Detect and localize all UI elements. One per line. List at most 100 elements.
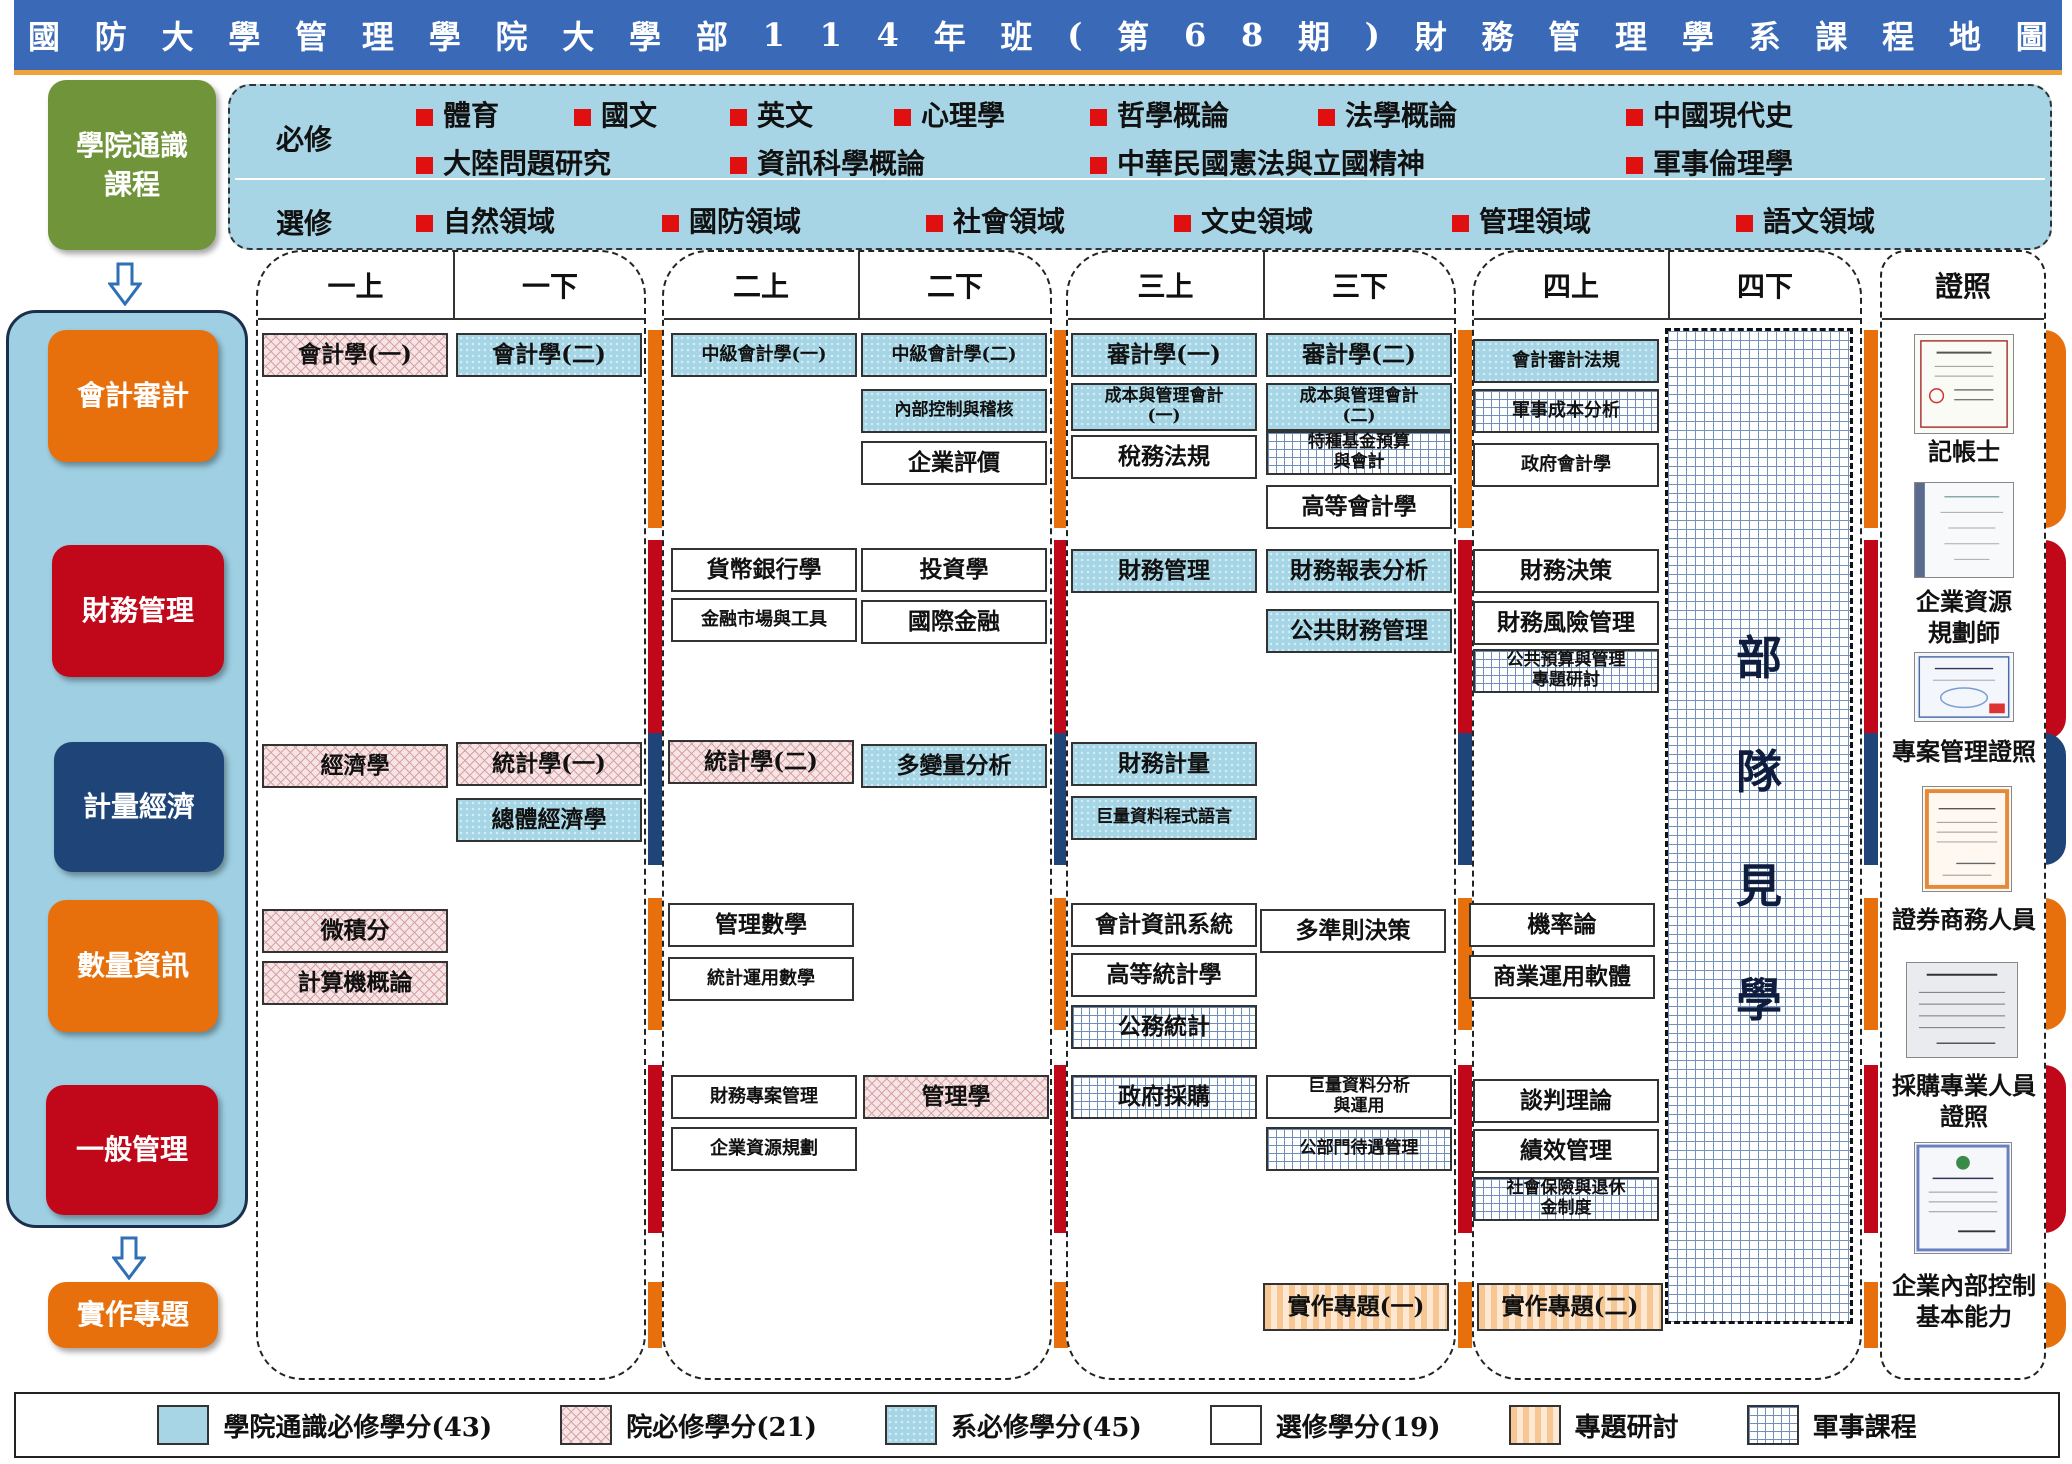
track-financial-management: 財務管理 bbox=[52, 545, 224, 677]
legend-swatch-military bbox=[1746, 1405, 1799, 1445]
title-char: 財 bbox=[1414, 18, 1447, 56]
header-divider bbox=[1474, 318, 1860, 320]
course-financial-project-management: 財務專案管理 bbox=[671, 1075, 857, 1119]
track-stripe bbox=[1054, 1065, 1068, 1233]
course-military-cost-analysis: 軍事成本分析 bbox=[1473, 389, 1659, 433]
gen-course-english: 英文 bbox=[730, 94, 813, 134]
cert-internal-control: 企業內部控制 基本能力 bbox=[1892, 1271, 2036, 1332]
semester-1a: 一上 bbox=[327, 270, 384, 303]
semester-2b: 二下 bbox=[926, 270, 983, 303]
title-char: 大 bbox=[161, 18, 194, 56]
track-stripe bbox=[1458, 1065, 1472, 1233]
course-advanced-accounting: 高等會計學 bbox=[1266, 485, 1452, 529]
certificate-image bbox=[1906, 962, 2018, 1058]
course-statistics-1: 統計學(一) bbox=[456, 742, 642, 786]
track-stripe bbox=[648, 898, 662, 1030]
legend-item: 系必修學分(45) bbox=[884, 1405, 1142, 1445]
column-divider bbox=[1263, 252, 1265, 318]
track-stripe bbox=[1864, 1065, 1878, 1233]
required-label: 必修 bbox=[276, 123, 333, 156]
track-stripe bbox=[1054, 330, 1068, 528]
certificates-header: 證照 bbox=[1934, 270, 1991, 303]
track-stripe bbox=[2044, 330, 2066, 528]
course-financial-econometrics: 財務計量 bbox=[1071, 742, 1257, 786]
column-divider bbox=[1668, 252, 1670, 318]
title-char: 學 bbox=[1681, 18, 1714, 56]
down-arrow-icon bbox=[108, 262, 142, 306]
general-education-label: 學院通識 課程 bbox=[48, 80, 216, 250]
track-stripe bbox=[1054, 733, 1068, 865]
track-stripe bbox=[648, 540, 662, 740]
title-char: 學 bbox=[228, 18, 261, 56]
cert-project-management: 專案管理證照 bbox=[1892, 737, 2036, 766]
course-investments: 投資學 bbox=[861, 548, 1047, 592]
course-accounting-info-systems: 會計資訊系統 bbox=[1071, 903, 1257, 947]
legend-item: 選修學分(19) bbox=[1209, 1405, 1441, 1445]
semester-1b: 一下 bbox=[521, 270, 578, 303]
elective-social: 社會領域 bbox=[926, 200, 1065, 240]
column-divider bbox=[453, 252, 455, 318]
track-practical-project: 實作專題 bbox=[48, 1282, 218, 1348]
course-multivariate-analysis: 多變量分析 bbox=[861, 744, 1047, 788]
title-char: 國 bbox=[28, 18, 61, 56]
gen-course-philosophy: 哲學概論 bbox=[1090, 94, 1229, 134]
track-stripe bbox=[2044, 1065, 2066, 1233]
title-char: 6 bbox=[1183, 16, 1207, 54]
title-char: 地 bbox=[1948, 18, 1981, 56]
course-management-math: 管理數學 bbox=[668, 903, 854, 947]
course-social-insurance: 社會保險與退休 金制度 bbox=[1473, 1177, 1659, 1221]
down-arrow-icon bbox=[112, 1236, 146, 1280]
legend-swatch-general bbox=[157, 1405, 210, 1445]
course-performance-management: 績效管理 bbox=[1473, 1129, 1659, 1173]
course-multi-criteria-decision: 多準則決策 bbox=[1260, 909, 1446, 953]
course-calculus: 微積分 bbox=[262, 909, 448, 953]
track-stripe bbox=[1864, 898, 1878, 1030]
course-negotiation: 談判理論 bbox=[1473, 1079, 1659, 1123]
legend-item: 軍事課程 bbox=[1746, 1405, 1917, 1445]
title-char: 管 bbox=[1548, 18, 1581, 56]
legend-swatch-department bbox=[884, 1405, 937, 1445]
track-stripe bbox=[648, 1065, 662, 1233]
course-financial-management: 財務管理 bbox=[1071, 549, 1257, 593]
elective-management: 管理領域 bbox=[1452, 200, 1591, 240]
title-char: 程 bbox=[1882, 18, 1915, 56]
elective-label: 選修 bbox=[276, 207, 333, 240]
elective-history: 文史領域 bbox=[1174, 200, 1313, 240]
course-government-procurement: 政府採購 bbox=[1071, 1075, 1257, 1119]
course-financial-risk-management: 財務風險管理 bbox=[1473, 601, 1659, 645]
track-stripe bbox=[1458, 330, 1472, 528]
course-audit-2: 審計學(二) bbox=[1266, 333, 1452, 377]
legend-item: 專題研討 bbox=[1508, 1405, 1679, 1445]
course-intermediate-accounting-2: 中級會計學(二) bbox=[861, 333, 1047, 377]
cert-securities-personnel: 證券商務人員 bbox=[1892, 905, 2036, 934]
certificate-image bbox=[1922, 786, 2012, 892]
certificate-image bbox=[1914, 652, 2014, 722]
legend-swatch-elective bbox=[1209, 1405, 1262, 1445]
title-char: 管 bbox=[295, 18, 328, 56]
header-divider bbox=[1882, 318, 2044, 320]
gen-course-mainland-studies: 大陸問題研究 bbox=[416, 142, 611, 182]
title-char: 8 bbox=[1240, 16, 1264, 54]
title-char: 第 bbox=[1117, 18, 1150, 56]
legend-swatch-college bbox=[560, 1405, 613, 1445]
title-char: 理 bbox=[361, 18, 394, 56]
course-macroeconomics: 總體經濟學 bbox=[456, 798, 642, 842]
track-stripe bbox=[1054, 540, 1068, 740]
gen-course-constitution: 中華民國憲法與立國精神 bbox=[1090, 142, 1425, 182]
cert-procurement-professional: 採購專業人員 證照 bbox=[1892, 1071, 2036, 1132]
track-stripe bbox=[2044, 1282, 2066, 1348]
legend: 學院通識必修學分(43) 院必修學分(21) 系必修學分(45) 選修學分(19… bbox=[14, 1392, 2060, 1458]
track-stripe bbox=[2044, 733, 2066, 865]
title-char: 部 bbox=[695, 18, 728, 56]
course-public-compensation: 公部門待遇管理 bbox=[1266, 1127, 1452, 1171]
title-underline bbox=[14, 70, 2062, 75]
gen-course-law: 法學概論 bbox=[1318, 94, 1457, 134]
course-cost-accounting-2: 成本與管理會計 (二) bbox=[1266, 383, 1452, 431]
course-financial-markets: 金融市場與工具 bbox=[671, 598, 857, 642]
course-erp: 企業資源規劃 bbox=[671, 1127, 857, 1171]
track-accounting-audit: 會計審計 bbox=[48, 330, 218, 462]
course-advanced-statistics: 高等統計學 bbox=[1071, 953, 1257, 997]
course-probability: 機率論 bbox=[1469, 903, 1655, 947]
title-char: 防 bbox=[94, 18, 127, 56]
